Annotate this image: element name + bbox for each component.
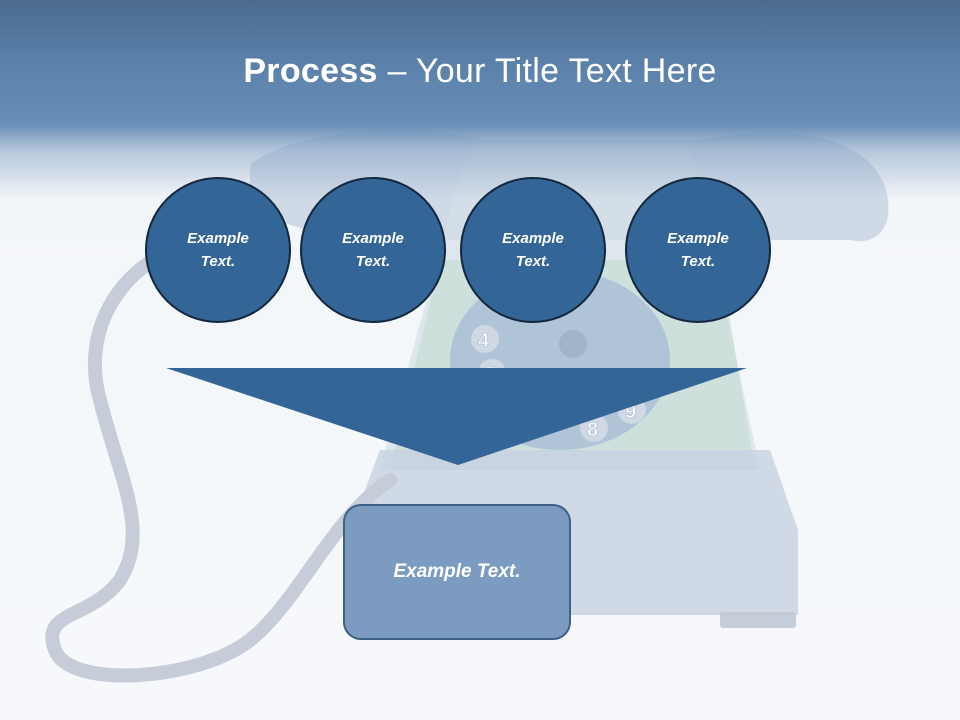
phone-foot <box>720 612 796 628</box>
title-banner <box>0 0 960 200</box>
step-text: Example Text. <box>342 230 404 270</box>
step-text: Example Text. <box>667 230 729 270</box>
step-circle-4[interactable]: Example Text. <box>625 177 771 323</box>
phone-cord <box>45 233 397 683</box>
step-circle-2[interactable]: Example Text. <box>300 177 446 323</box>
dial-digit: 9 <box>625 401 636 423</box>
step-text: Example Text. <box>187 230 249 270</box>
result-text: Example Text. <box>393 561 521 582</box>
title-rest: – Your Title Text Here <box>377 52 717 90</box>
dial-digit: 8 <box>587 419 598 441</box>
slide-title: Process – Your Title Text Here <box>0 52 960 91</box>
dial-digit: 4 <box>478 330 490 352</box>
step-circle-1[interactable]: Example Text. <box>145 177 291 323</box>
step-text: Example Text. <box>502 230 564 270</box>
funnel-triangle[interactable] <box>166 368 747 465</box>
title-bold: Process <box>243 52 378 90</box>
result-box[interactable]: Example Text. <box>343 504 571 640</box>
dial-center <box>559 330 587 358</box>
step-circle-3[interactable]: Example Text. <box>460 177 606 323</box>
